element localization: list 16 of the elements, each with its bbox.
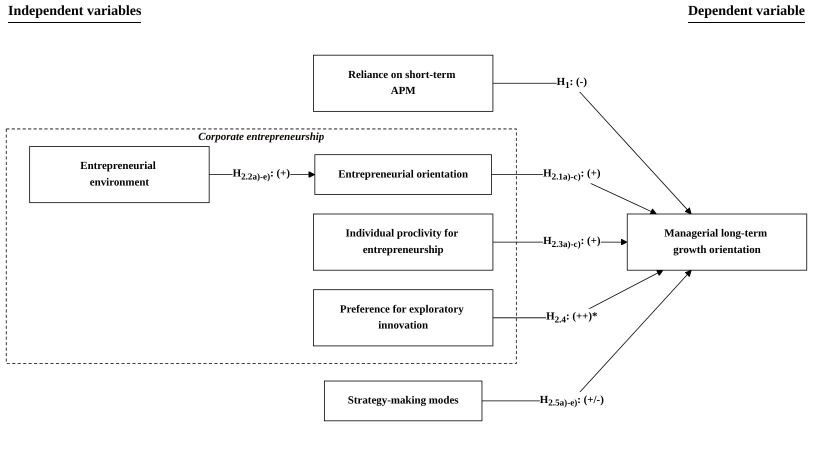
arrow [492, 82, 692, 214]
edge-label: H$_{2.2a)-e)}$: (+) [232, 168, 290, 182]
column-heading: Independent variables [8, 4, 142, 23]
edge-label: H$_{1}$: (-) [556, 76, 587, 90]
column-heading: Dependent variable [688, 4, 805, 23]
node-box: Preference for exploratory innovation [313, 289, 494, 346]
node-box: Managerial long-term growth orientation [626, 214, 808, 271]
edge-label: H$_{2.5a)-e)}$: (+/-) [540, 394, 604, 408]
node-box: Entrepreneurial environment [29, 146, 210, 204]
node-box: Reliance on short-term APM [313, 54, 494, 112]
edge-label: H$_{2.4}$: (++)* [546, 311, 598, 325]
node-box: Strategy-making modes [324, 380, 482, 422]
edge-label: H$_{2.1a)-c)}$: (+) [543, 168, 601, 182]
node-box: Individual proclivity for entrepreneurship [313, 214, 494, 271]
edge-label: H$_{2.3a)-c)}$: (+) [543, 235, 601, 250]
node-box: Entrepreneurial orientation [314, 154, 492, 195]
